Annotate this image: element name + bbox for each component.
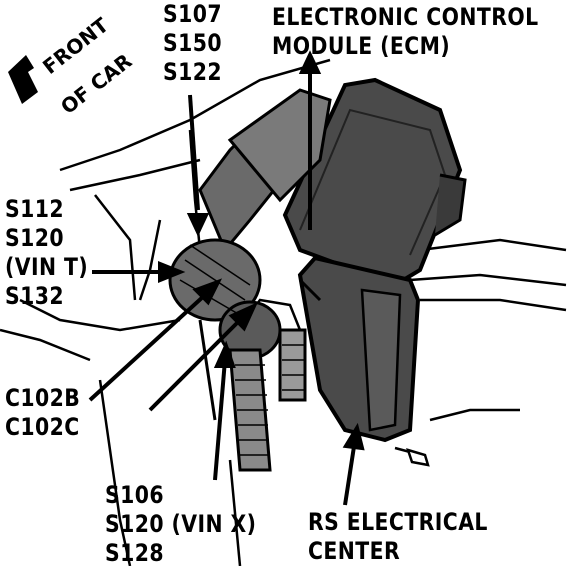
connector-c102c: C102C bbox=[5, 413, 80, 441]
splice-label-top: S107 S150 S122 bbox=[163, 0, 222, 87]
leader-lines bbox=[88, 50, 365, 506]
rs-electrical-center-shape bbox=[297, 255, 421, 443]
splice-s128: S128 bbox=[105, 539, 164, 566]
bolt-shape bbox=[394, 446, 430, 467]
harness-ribbing bbox=[179, 244, 304, 456]
splice-s107: S107 bbox=[163, 0, 222, 28]
ecm-label-line-1: ELECTRONIC CONTROL bbox=[272, 3, 539, 31]
splice-label-bottom: S106 S120 (VIN X) S128 bbox=[105, 481, 256, 566]
splice-s112: S112 bbox=[5, 195, 64, 223]
front-of-car-label: FRONT OF CAR bbox=[4, 12, 136, 122]
splice-s150: S150 bbox=[163, 29, 222, 57]
ecm-label-line-2: MODULE (ECM) bbox=[272, 32, 451, 60]
rs-center-line-2: CENTER bbox=[308, 537, 401, 565]
splice-label-left: S112 S120 (VIN T) S132 bbox=[5, 195, 88, 311]
connector-c102b: C102B bbox=[5, 384, 81, 412]
front-of-car-arrow bbox=[8, 55, 38, 104]
splice-s106: S106 bbox=[105, 481, 164, 509]
splice-s120: S120 bbox=[5, 224, 64, 252]
splice-s120-vin-x: S120 (VIN X) bbox=[105, 510, 257, 538]
splice-s122: S122 bbox=[163, 58, 222, 86]
splice-vin-t: (VIN T) bbox=[5, 253, 89, 281]
rs-center-line-1: RS ELECTRICAL bbox=[308, 508, 488, 536]
rs-electrical-center-label: RS ELECTRICAL CENTER bbox=[308, 508, 488, 566]
ecm-label: ELECTRONIC CONTROL MODULE (ECM) bbox=[272, 3, 539, 61]
connector-label: C102B C102C bbox=[5, 384, 80, 442]
splice-s132: S132 bbox=[5, 282, 64, 310]
wiring-harness bbox=[168, 88, 332, 472]
